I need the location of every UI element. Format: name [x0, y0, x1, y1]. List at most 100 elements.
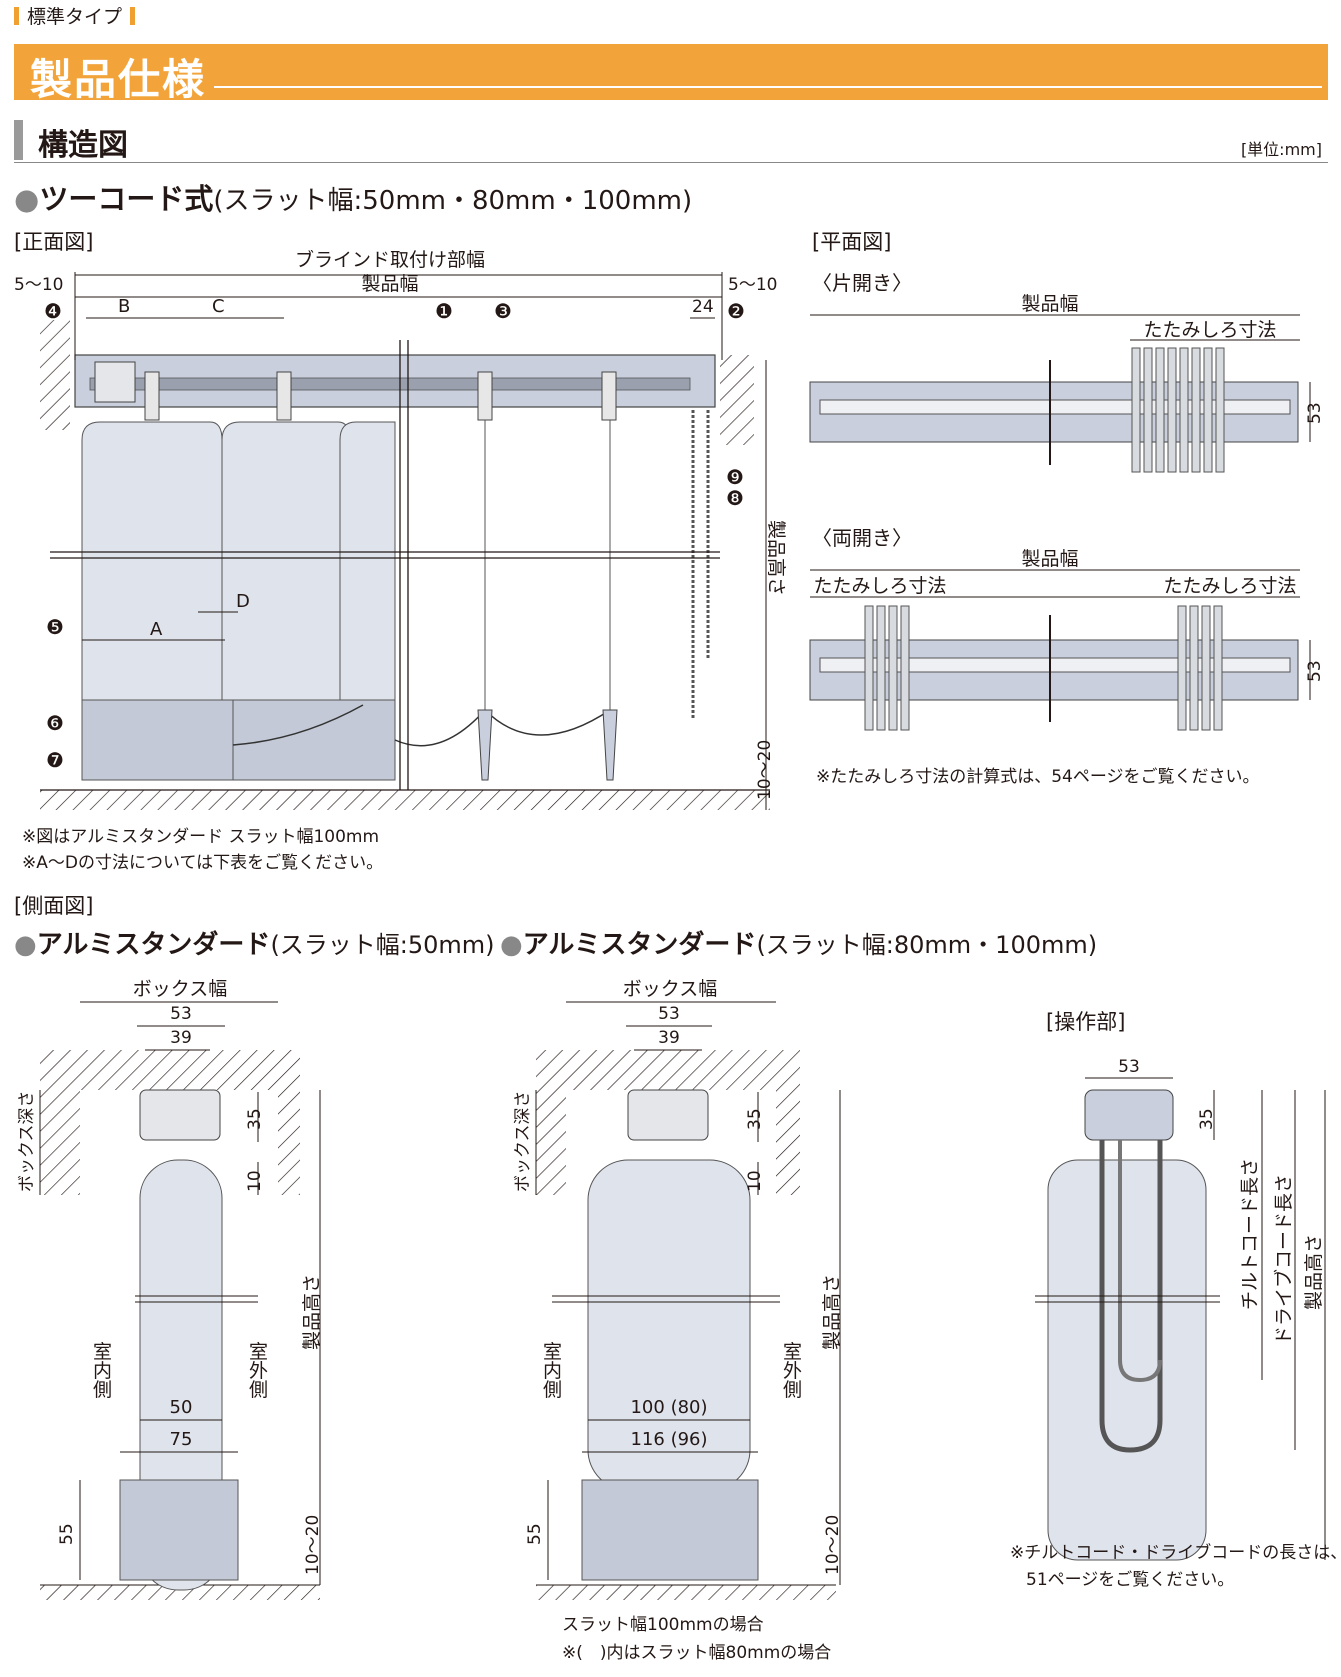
side-view-label: [側面図] [14, 894, 94, 918]
side-right-note-2: ※( )内はスラット幅80mmの場合 [562, 1643, 832, 1663]
callout-8: ❽ [726, 486, 744, 510]
side-right-heading: ●アルミスタンダード(スラット幅:80mm・100mm) [500, 924, 1097, 961]
bottom-weight-left [119, 1479, 239, 1581]
tag-marker-left [14, 6, 19, 25]
bullet-icon: ● [14, 182, 40, 216]
side-right-53: 53 [658, 1004, 680, 1024]
right-wall [720, 355, 754, 445]
vane-2 [221, 421, 351, 701]
vane-1 [81, 421, 223, 701]
plan-single-stack-vanes [1131, 347, 1225, 473]
dim-floor-gap: 10〜20 [755, 740, 775, 800]
callout-1: ❶ [435, 299, 453, 323]
side-left-35: 35 [245, 1108, 265, 1130]
operation-note-2: 51ページをご覧ください。 [1026, 1570, 1235, 1590]
side-right-note-1: スラット幅100mmの場合 [562, 1615, 764, 1635]
plan-double-product-width: 製品幅 [1021, 548, 1078, 570]
callout-3: ❸ [494, 299, 512, 323]
bracket [627, 1089, 709, 1141]
vane-3 [339, 421, 396, 781]
operation-product-height: 製品高さ [1303, 1234, 1325, 1310]
callout-6: ❻ [46, 711, 64, 735]
section-title: 構造図 [38, 128, 128, 163]
dim-gap-right: 5〜10 [728, 275, 777, 295]
tilt-cord-loop [1099, 1140, 1163, 1453]
left-wall [40, 320, 70, 430]
side-right-55: 55 [525, 1523, 545, 1545]
drive-cord-loop [1118, 1140, 1162, 1383]
header-tag-text: 標準タイプ [27, 6, 123, 28]
side-right-116: 116 (96) [630, 1429, 707, 1450]
plan-view-label: [平面図] [812, 230, 892, 254]
front-view-diagram: ブラインド取付け部幅 製品幅 5〜10 5〜10 B C 24 A D 製品高さ… [14, 250, 787, 810]
callout-2: ❷ [727, 299, 745, 323]
operation-label: [操作部] [1046, 1010, 1126, 1034]
plan-double-label: 〈両開き〉 [812, 526, 912, 550]
front-note-1: ※図はアルミスタンダード スラット幅100mm [22, 827, 380, 847]
side-right-product-height: 製品高さ [821, 1274, 843, 1350]
side-view-right-diagram: ボックス幅 53 39 35 10 ボックス深さ 製品高さ 室内側 室外側 10… [513, 978, 843, 1600]
bullet-icon: ● [14, 930, 37, 960]
operation-note-1: ※チルトコード・ドライブコードの長さは、 [1010, 1543, 1341, 1563]
control-head [1084, 1089, 1174, 1141]
bottom-weight-right [581, 1479, 759, 1581]
side-right-100: 100 (80) [630, 1397, 707, 1418]
callout-5: ❺ [46, 615, 64, 639]
side-left-10: 10 [245, 1170, 265, 1192]
floor [40, 790, 770, 810]
side-left-outdoor: 室外側 [246, 1341, 268, 1398]
dim-mount-width: ブラインド取付け部幅 [295, 250, 485, 271]
side-right-floor-gap: 10〜20 [823, 1515, 843, 1575]
side-left-53: 53 [170, 1004, 192, 1024]
two-cord-title: ツーコード式 [39, 182, 214, 216]
plan-note: ※たたみしろ寸法の計算式は、54ページをご覧ください。 [816, 767, 1260, 787]
plan-single-label: 〈片開き〉 [812, 271, 912, 295]
plan-double-stack-vanes [864, 605, 1223, 731]
side-right-box-depth: ボックス深さ [513, 1091, 533, 1193]
side-left-box-depth: ボックス深さ [17, 1091, 37, 1193]
operation-diagram: 53 35 チルトコード長さ ドライブコード長さ 製品高さ [1035, 1057, 1326, 1561]
banner: 製品仕様 [14, 44, 1328, 104]
operation-drive-length: ドライブコード長さ [1272, 1174, 1295, 1345]
two-cord-subtitle: (スラット幅:50mm・80mm・100mm) [213, 186, 693, 216]
side-view-left-diagram: ボックス幅 53 39 35 10 ボックス深さ 製品高さ 室内側 室外側 50… [17, 978, 323, 1600]
dim-d: D [236, 591, 250, 612]
side-right-10: 10 [745, 1170, 765, 1192]
two-cord-heading: ●ツーコード式(スラット幅:50mm・80mm・100mm) [14, 176, 692, 218]
banner-title: 製品仕様 [30, 55, 207, 104]
plan-single-depth: 53 [1305, 402, 1325, 424]
plan-double-depth: 53 [1305, 660, 1325, 682]
plan-single-stack: たたみしろ寸法 [1143, 319, 1276, 341]
dim-c: C [212, 296, 225, 317]
gear-box [94, 361, 136, 403]
link-chain [232, 704, 364, 746]
callout-7: ❼ [46, 748, 64, 772]
side-left-subtitle: (スラット幅:50mm) [270, 931, 495, 959]
side-left-indoor: 室内側 [90, 1341, 112, 1398]
front-view-label: [正面図] [14, 230, 94, 254]
operation-53: 53 [1118, 1057, 1140, 1077]
tag-marker-right [130, 6, 136, 25]
side-right-35: 35 [745, 1108, 765, 1130]
side-right-title: アルミスタンダード [522, 930, 757, 960]
header-tag: 標準タイプ [14, 2, 136, 29]
side-left-title: アルミスタンダード [36, 930, 271, 960]
side-left-75: 75 [170, 1429, 193, 1450]
side-left-box-width: ボックス幅 [133, 978, 227, 1000]
side-right-outdoor: 室外側 [780, 1341, 802, 1398]
bracket [139, 1089, 221, 1141]
side-right-39: 39 [658, 1028, 680, 1048]
operation-35: 35 [1197, 1108, 1217, 1130]
plan-view-diagram: 〈片開き〉 製品幅 たたみしろ寸法 53 〈両開き〉 製品幅 たたみしろ寸法 た… [809, 271, 1325, 731]
side-left-50: 50 [170, 1397, 193, 1418]
front-note-2: ※A〜Dの寸法については下表をご覧ください。 [22, 853, 384, 873]
slat-body [1047, 1159, 1207, 1561]
operation-tilt-length: チルトコード長さ [1239, 1158, 1261, 1310]
side-left-product-height: 製品高さ [301, 1274, 323, 1350]
plan-single-product-width: 製品幅 [1021, 293, 1078, 315]
side-left-55: 55 [57, 1523, 77, 1545]
side-left-heading: ●アルミスタンダード(スラット幅:50mm) [14, 924, 495, 961]
side-left-39: 39 [170, 1028, 192, 1048]
side-left-floor-gap: 10〜20 [303, 1515, 323, 1575]
dim-product-height: 製品高さ [765, 520, 787, 596]
